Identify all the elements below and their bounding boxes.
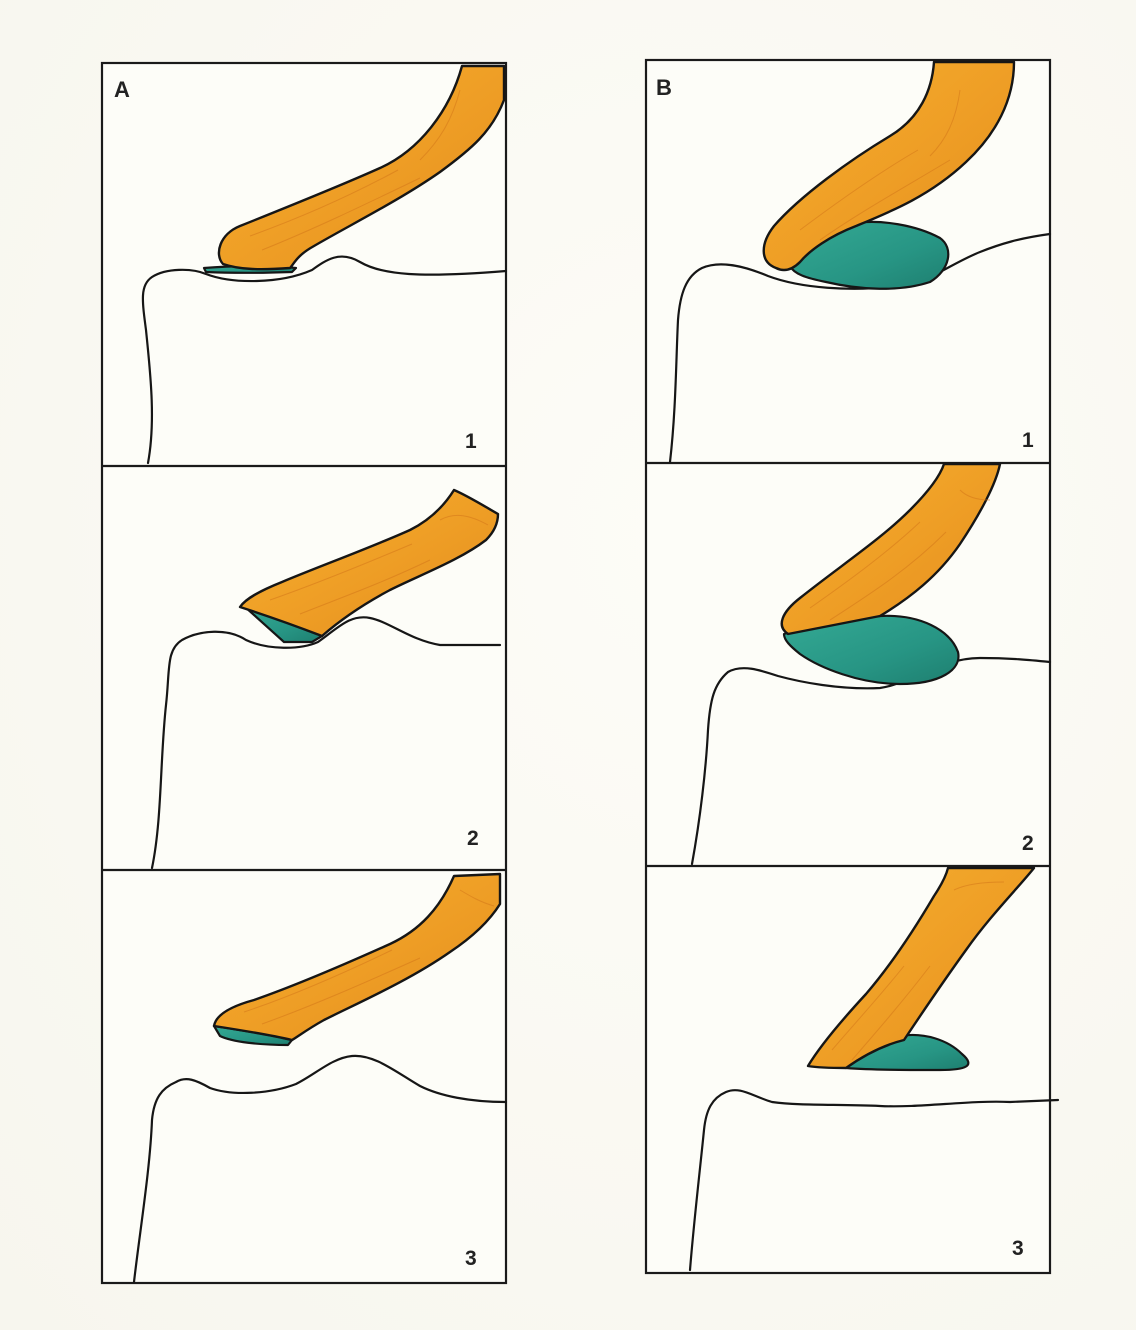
step-number: 1 (1022, 429, 1034, 452)
panel-a: A 1 2 3 (102, 63, 506, 1283)
panel-b: B 1 2 3 (646, 60, 1058, 1273)
step-number: 2 (1022, 832, 1034, 855)
panel-b-letter: B (656, 75, 672, 100)
step-number: 1 (465, 430, 477, 453)
step-number: 3 (1012, 1237, 1024, 1260)
step-number: 2 (467, 827, 479, 850)
step-number: 3 (465, 1247, 477, 1270)
panel-a-letter: A (114, 77, 130, 102)
